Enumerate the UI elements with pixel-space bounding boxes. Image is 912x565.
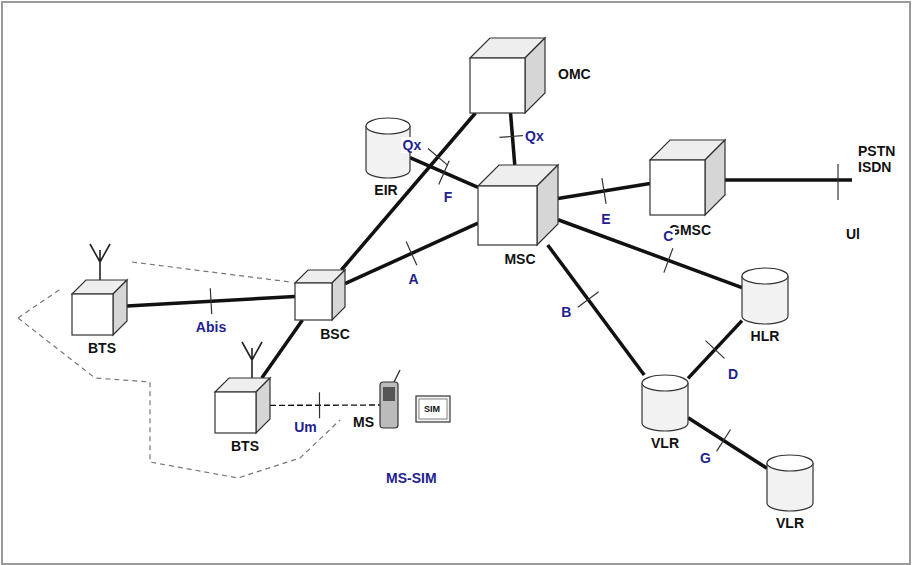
cube-side bbox=[705, 140, 725, 215]
node-label: MS bbox=[353, 414, 374, 430]
node-icon bbox=[380, 382, 398, 428]
database-register: VLR bbox=[767, 455, 813, 511]
interface-link bbox=[548, 245, 645, 375]
node-label: EIR bbox=[374, 182, 397, 198]
mobile-station: MS bbox=[380, 382, 398, 428]
database-register: HLR bbox=[742, 268, 788, 324]
interface-link bbox=[511, 113, 515, 165]
cube-side bbox=[537, 165, 558, 245]
cube-front bbox=[478, 186, 537, 245]
database-register: VLR bbox=[642, 375, 688, 431]
interface-tick bbox=[578, 292, 599, 307]
interface-tick bbox=[706, 341, 725, 359]
node-label: MSC bbox=[504, 251, 535, 267]
phone-antenna bbox=[394, 370, 400, 382]
interface-name: Qx bbox=[523, 128, 546, 144]
sim-card-chip bbox=[419, 399, 447, 419]
node-icon bbox=[478, 165, 558, 245]
phone-screen bbox=[383, 387, 395, 401]
cell-boundary bbox=[18, 262, 340, 478]
cylinder-top bbox=[366, 118, 410, 134]
node-label: BTS bbox=[231, 438, 259, 454]
sim-card bbox=[416, 396, 450, 422]
network-element: OMC bbox=[470, 38, 545, 113]
node-icon bbox=[767, 455, 813, 511]
node-icon bbox=[295, 270, 345, 320]
phone-body bbox=[380, 382, 398, 428]
cube-front bbox=[650, 160, 705, 215]
interface-tick bbox=[499, 135, 525, 137]
interface-tick bbox=[664, 248, 673, 272]
interface-name: Abis bbox=[194, 319, 228, 335]
node-icon bbox=[650, 140, 725, 215]
interface-link bbox=[341, 113, 475, 270]
interface-name: Ul bbox=[846, 226, 860, 242]
interface-tick bbox=[319, 392, 320, 418]
cylinder-top bbox=[767, 455, 813, 471]
interface-link bbox=[262, 320, 303, 378]
antenna-symbol bbox=[90, 244, 262, 382]
pstn-trunk bbox=[725, 164, 852, 200]
cube-side bbox=[113, 280, 127, 335]
node-label: HLR bbox=[751, 328, 780, 344]
network-element: BTS bbox=[72, 280, 127, 335]
interface-link bbox=[270, 404, 380, 406]
cube-front bbox=[295, 283, 332, 320]
cube-side bbox=[332, 270, 345, 320]
node-label: VLR bbox=[651, 435, 679, 451]
interface-name: G bbox=[698, 450, 713, 466]
node-label: VLR bbox=[776, 515, 804, 531]
network-element: MSC bbox=[478, 165, 558, 245]
node-icon bbox=[72, 280, 127, 335]
cube-side bbox=[525, 38, 545, 113]
interface-name: Um bbox=[292, 419, 319, 435]
interface-tick bbox=[717, 430, 731, 452]
network-label: PSTN ISDN bbox=[858, 143, 904, 175]
cube-front bbox=[215, 392, 256, 433]
node-icon bbox=[742, 268, 788, 324]
interface-link bbox=[558, 220, 742, 288]
interface-name: F bbox=[442, 189, 455, 205]
node-label: BTS bbox=[88, 340, 116, 356]
node-icon bbox=[470, 38, 545, 113]
interface-tick bbox=[602, 178, 606, 204]
network-element: BSC bbox=[295, 270, 345, 320]
cube-front bbox=[72, 294, 113, 335]
node-icon bbox=[642, 375, 688, 431]
node-label: BSC bbox=[320, 326, 350, 342]
cylinder-top bbox=[642, 375, 688, 391]
cylinder-top bbox=[742, 268, 788, 284]
interface-name: E bbox=[599, 211, 612, 227]
interface-name: Qx bbox=[401, 137, 424, 153]
interface-tick bbox=[406, 242, 417, 266]
node-label: OMC bbox=[558, 66, 591, 82]
cube-front bbox=[470, 58, 525, 113]
interface-name: A bbox=[406, 271, 420, 287]
interface-name: D bbox=[726, 366, 740, 382]
interface-name: B bbox=[559, 304, 573, 320]
interface-tick bbox=[210, 288, 211, 314]
network-element: GMSC bbox=[650, 140, 725, 215]
interface-tick bbox=[439, 161, 449, 185]
network-element: BTS bbox=[215, 378, 270, 433]
node-icon bbox=[215, 378, 270, 433]
interface-link bbox=[688, 418, 767, 469]
cube-side bbox=[256, 378, 270, 433]
network-label: MS-SIM bbox=[386, 470, 437, 486]
interface-name: C bbox=[661, 228, 675, 244]
network-label: SIM bbox=[424, 403, 440, 415]
interface-tick bbox=[428, 149, 448, 166]
